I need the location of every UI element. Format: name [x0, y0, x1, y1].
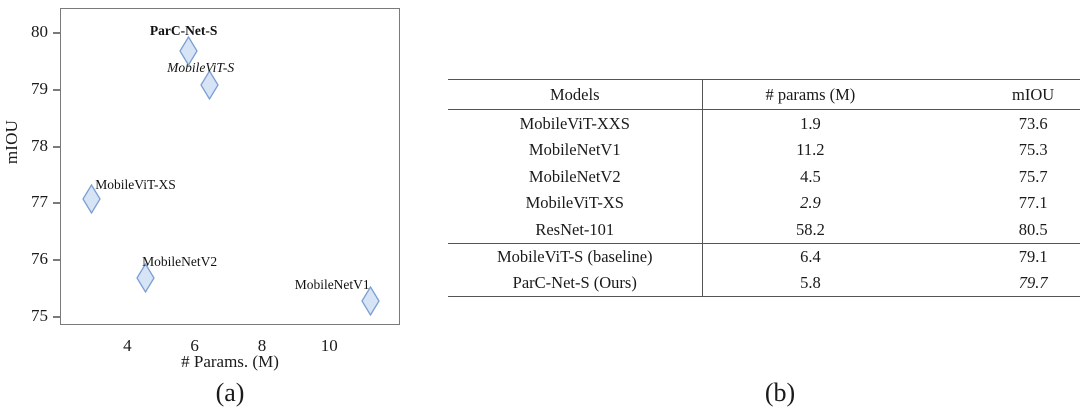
- x-tick-label: 4: [123, 336, 132, 355]
- cell-params: 5.8: [701, 269, 919, 297]
- y-tick-label: 77: [31, 192, 48, 212]
- cell-miou: 80.5: [1018, 219, 1048, 239]
- cell-model-name: MobileNetV1: [528, 140, 621, 160]
- cell-params: 2.9: [701, 189, 919, 217]
- y-tick-label: 79: [31, 79, 48, 99]
- table-header: Models # params (M) mIOU: [448, 79, 1080, 110]
- cell-params: 58.2: [701, 216, 919, 244]
- cell-model-name: ResNet-101: [535, 219, 615, 239]
- y-tick-mark: [53, 32, 60, 35]
- cell-model-name: MobileViT-XXS: [519, 113, 630, 133]
- table-row: MobileNetV2 4.5 75.7: [448, 163, 1080, 190]
- data-point-marker: [199, 70, 219, 101]
- cell-miou: 75.3: [1018, 140, 1048, 160]
- table-row: ResNet-101 58.2 80.5: [448, 216, 1080, 244]
- table-row: MobileViT-XXS 1.9 73.6: [448, 109, 1080, 137]
- data-point-label: MobileViT-S: [167, 60, 235, 76]
- cell-miou: 73.6: [1018, 113, 1048, 133]
- y-tick-mark: [53, 202, 60, 205]
- x-tick-label: 8: [257, 336, 267, 355]
- data-point-marker: [179, 36, 199, 67]
- table-row: MobileNetV1 11.2 75.3: [448, 136, 1080, 164]
- x-axis-label: # Params. (M): [181, 352, 279, 371]
- data-point-marker: [361, 285, 380, 316]
- table-header-row: Models # params (M) mIOU: [448, 79, 1080, 110]
- data-point-marker: [82, 183, 101, 214]
- data-point-label: MobileNetV2: [142, 253, 218, 269]
- y-tick-mark: [53, 258, 60, 261]
- cell-model-name: MobileViT-S (baseline): [496, 247, 653, 267]
- cell-params: 6.4: [701, 243, 919, 270]
- cell-model-name: MobileNetV2: [528, 166, 621, 186]
- cell-miou: 75.7: [1018, 166, 1048, 186]
- data-point-label: MobileViT-XS: [95, 176, 176, 192]
- caption-b: (b): [764, 378, 796, 407]
- cell-model-name: ParC-Net-S (Ours): [512, 273, 637, 293]
- y-tick-label: 75: [31, 305, 48, 325]
- cell-miou: 79.1: [1018, 247, 1048, 267]
- y-tick-label: 78: [31, 135, 48, 155]
- table-row: MobileViT-XS 2.9 77.1: [448, 189, 1080, 217]
- x-tick-label: 10: [320, 336, 338, 355]
- column-header-params: # params (M): [701, 79, 919, 110]
- y-tick-label: 80: [31, 22, 48, 42]
- table-row: ParC-Net-S (Ours) 5.8 79.7: [448, 269, 1080, 297]
- cell-miou: 79.7: [1018, 273, 1048, 293]
- caption-a: (a): [215, 378, 245, 407]
- data-point-marker: [135, 262, 155, 293]
- y-tick-mark: [53, 145, 60, 148]
- table-row: MobileViT-S (baseline) 6.4 79.1: [448, 243, 1080, 270]
- results-table: Models # params (M) mIOU MobileViT-XXS 1.…: [448, 79, 1080, 297]
- column-header-miou: mIOU: [1012, 85, 1055, 104]
- y-tick-mark: [53, 89, 60, 92]
- cell-params: 1.9: [701, 109, 919, 137]
- x-tick-label: 6: [190, 336, 199, 355]
- figure-panel-b: Models # params (M) mIOU MobileViT-XXS 1.…: [440, 0, 1080, 419]
- cell-params: 11.2: [701, 136, 919, 164]
- y-tick-label: 76: [31, 248, 48, 268]
- data-point-label: MobileNetV1: [294, 276, 370, 292]
- column-header-models: Models: [550, 85, 600, 104]
- cell-miou: 77.1: [1018, 193, 1048, 213]
- y-tick-mark: [53, 315, 60, 318]
- y-axis-label: mIOU: [2, 119, 21, 165]
- cell-params: 4.5: [701, 163, 919, 190]
- data-point-label: ParC-Net-S: [149, 23, 218, 39]
- cell-model-name: MobileViT-XS: [525, 193, 624, 213]
